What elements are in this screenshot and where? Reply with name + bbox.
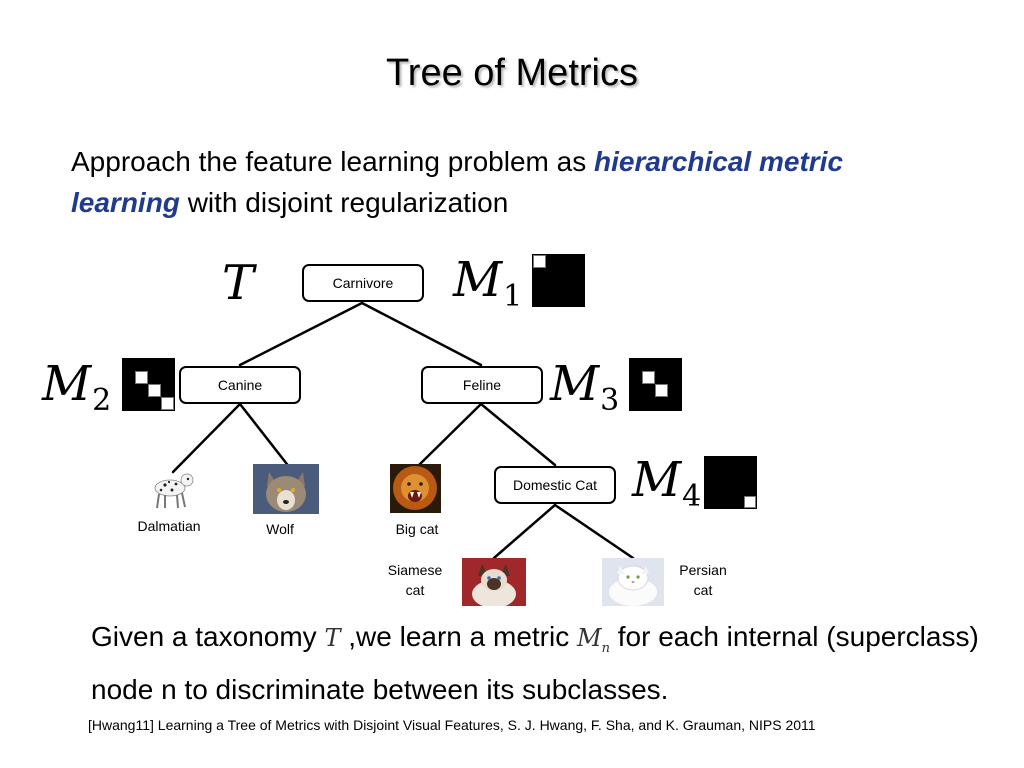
dalmatian-image — [145, 468, 199, 510]
intro-text: Approach the feature learning problem as… — [71, 141, 951, 223]
label-dalmatian: Dalmatian — [137, 518, 201, 534]
slide-title: Tree of Metrics — [386, 52, 638, 94]
node-feline: Feline — [421, 366, 543, 404]
metric-m3-matrix — [629, 358, 682, 411]
intro-before: Approach the feature learning problem as — [71, 146, 594, 177]
bottom-text: Given a taxonomy T ,we learn a metric Mn… — [91, 621, 979, 705]
metric-m4-label: M4 — [632, 452, 702, 514]
metric-m2-matrix — [122, 358, 175, 411]
taxonomy-symbol: T — [222, 255, 255, 311]
reference-citation: [Hwang11] Learning a Tree of Metrics wit… — [88, 717, 816, 733]
inline-symbol-mn: Mn — [577, 624, 610, 656]
node-domestic-cat: Domestic Cat — [494, 466, 616, 504]
node-canine: Canine — [179, 366, 301, 404]
edge-domestic-persian — [553, 503, 635, 560]
metric-m4-matrix — [704, 456, 757, 509]
edge-carnivore-canine — [238, 301, 364, 367]
metric-m3-label: M3 — [550, 356, 620, 418]
wolf-image — [253, 464, 319, 514]
inline-symbol-t: T — [324, 624, 341, 652]
persian-cat-image — [602, 558, 664, 606]
metric-m1-matrix — [532, 254, 585, 307]
edge-carnivore-feline — [360, 301, 483, 367]
edge-feline-domestic — [479, 402, 557, 467]
node-carnivore: Carnivore — [302, 264, 424, 302]
metric-m1-label: M1 — [453, 252, 523, 314]
label-big-cat: Big cat — [395, 521, 439, 537]
big-cat-image — [390, 464, 441, 513]
label-wolf: Wolf — [266, 521, 294, 537]
edge-feline-bigcat — [416, 402, 483, 468]
intro-emphasis: hierarchical metric learning — [71, 146, 844, 218]
edge-canine-dalmatian — [171, 402, 242, 474]
intro-after: with disjoint regularization — [179, 187, 509, 218]
edge-domestic-siamese — [492, 503, 557, 560]
edge-canine-wolf — [238, 402, 292, 470]
metric-m2-label: M2 — [42, 356, 112, 418]
siamese-cat-image — [462, 558, 526, 606]
